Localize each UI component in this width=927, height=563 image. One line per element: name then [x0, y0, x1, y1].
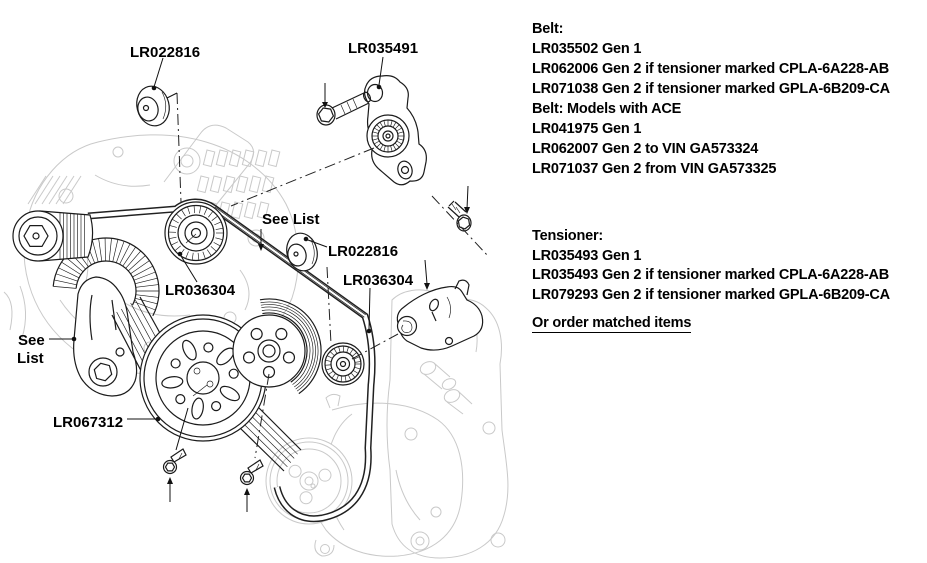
pulley-bolts [162, 448, 264, 486]
belt-ace-line: LR062007 Gen 2 to VIN GA573324 [532, 141, 759, 157]
order-note-block: Or order matched items [532, 314, 691, 333]
part-label-crank-pulley: LR067312 [53, 414, 123, 431]
belt-tensioner-arm [73, 276, 138, 397]
part-label-tensioner-see: See [18, 332, 45, 349]
part-label-tensioner-assembly: LR035491 [348, 40, 418, 57]
belt-line: LR035502 Gen 1 [532, 41, 642, 57]
belt-line: LR071038 Gen 2 if tensioner marked GPLA-… [532, 81, 890, 97]
belt-ace-heading: Belt: Models with ACE [532, 101, 682, 117]
tensioner-line: LR035493 Gen 1 [532, 247, 642, 264]
part-label-idler-left: LR036304 [165, 282, 236, 299]
diagram-labels: LR022816 LR035491 See List LR022816 LR03… [17, 40, 418, 431]
tensioner-line: LR035493 Gen 2 if tensioner marked CPLA-… [532, 267, 890, 283]
part-label-belt-see-list: See List [262, 211, 320, 228]
tensioner-bolt [316, 91, 372, 126]
belt-heading: Belt: [532, 21, 564, 37]
label-leader-lines [49, 56, 470, 512]
alternator-pulley [12, 210, 94, 262]
water-pump-pulley [232, 314, 306, 388]
assembly-axis-lines [166, 92, 489, 459]
part-label-tensioner-list: List [17, 350, 44, 367]
tensioner-assembly [316, 75, 427, 186]
idler-pulley-upper [164, 201, 228, 265]
belt-routing-diagram: LR022816 LR035491 See List LR022816 LR03… [3, 40, 509, 559]
belt-line: LR062006 Gen 2 if tensioner marked CPLA-… [532, 61, 890, 77]
tensioner-notes: Tensioner: LR035493 Gen 1 LR035493 Gen 2… [532, 227, 890, 305]
tensioner-mount-bracket [396, 279, 484, 351]
belt-ace-line: LR041975 Gen 1 [532, 121, 642, 137]
tensioner-line: LR079293 Gen 2 if tensioner marked GPLA-… [532, 286, 890, 303]
pulley-caps [136, 85, 318, 272]
belt-notes: Belt: LR035502 Gen 1 LR062006 Gen 2 if t… [532, 19, 890, 179]
idler-pulley-lower [321, 342, 365, 386]
belt-ace-line: LR071037 Gen 2 from VIN GA573325 [532, 161, 777, 177]
parts-notes-panel: Belt: LR035502 Gen 1 LR062006 Gen 2 if t… [532, 0, 926, 563]
part-label-cap-mid: LR022816 [328, 243, 398, 260]
tensioner-heading: Tensioner: [532, 228, 604, 244]
order-matched-note: Or order matched items [532, 315, 692, 333]
part-label-cap-top: LR022816 [130, 44, 200, 61]
belt-band-over-water-pump [259, 298, 322, 395]
belt-band-crank-to-compressor [238, 406, 302, 472]
part-label-idler-right: LR036304 [343, 272, 414, 289]
